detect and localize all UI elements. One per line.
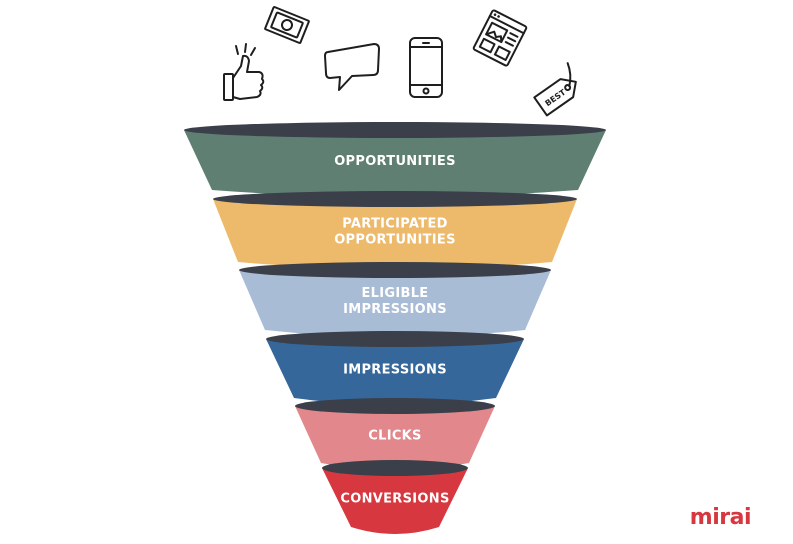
funnel-stage-label: IMPRESSIONS [343,302,447,317]
icons-group: BEST [223,6,577,117]
funnel-stage-label: IMPRESSIONS [343,363,447,378]
funnel-stage-rim [322,460,468,476]
smartphone-icon [409,37,443,98]
funnel-stage-label: PARTICIPATED [342,217,447,232]
funnel-stage-5: CLICKS [295,398,495,470]
funnel: OPPORTUNITIESPARTICIPATEDOPPORTUNITIESEL… [184,122,606,534]
funnel-stage-1: OPPORTUNITIES [184,122,606,197]
funnel-stage-rim [266,331,524,347]
funnel-stage-label: CONVERSIONS [340,492,449,507]
funnel-stage-rim [184,122,606,138]
funnel-stage-label: ELIGIBLE [362,286,429,301]
webpage-layout-icon [472,9,528,67]
funnel-stage-4: IMPRESSIONS [266,331,524,405]
funnel-stage-body [184,130,606,197]
price-tag-icon: BEST [533,62,577,117]
brand-logo: mirai [689,505,752,530]
chat-bubble-icon [324,43,380,91]
funnel-stage-body [295,406,495,470]
funnel-stage-label: OPPORTUNITIES [334,154,456,169]
funnel-stage-body [239,270,551,337]
funnel-stage-label: OPPORTUNITIES [334,233,456,248]
funnel-stage-body [213,199,577,269]
funnel-stage-rim [213,191,577,207]
thumbs-up-icon [223,43,265,101]
funnel-stage-label: CLICKS [368,429,421,444]
banknote-icon [264,6,310,44]
funnel-stage-rim [295,398,495,414]
funnel-stage-6: CONVERSIONS [322,460,468,534]
price-tag-label: BEST [543,87,567,108]
funnel-stage-rim [239,262,551,278]
funnel-stage-body [322,468,468,534]
funnel-stage-body [266,339,524,405]
